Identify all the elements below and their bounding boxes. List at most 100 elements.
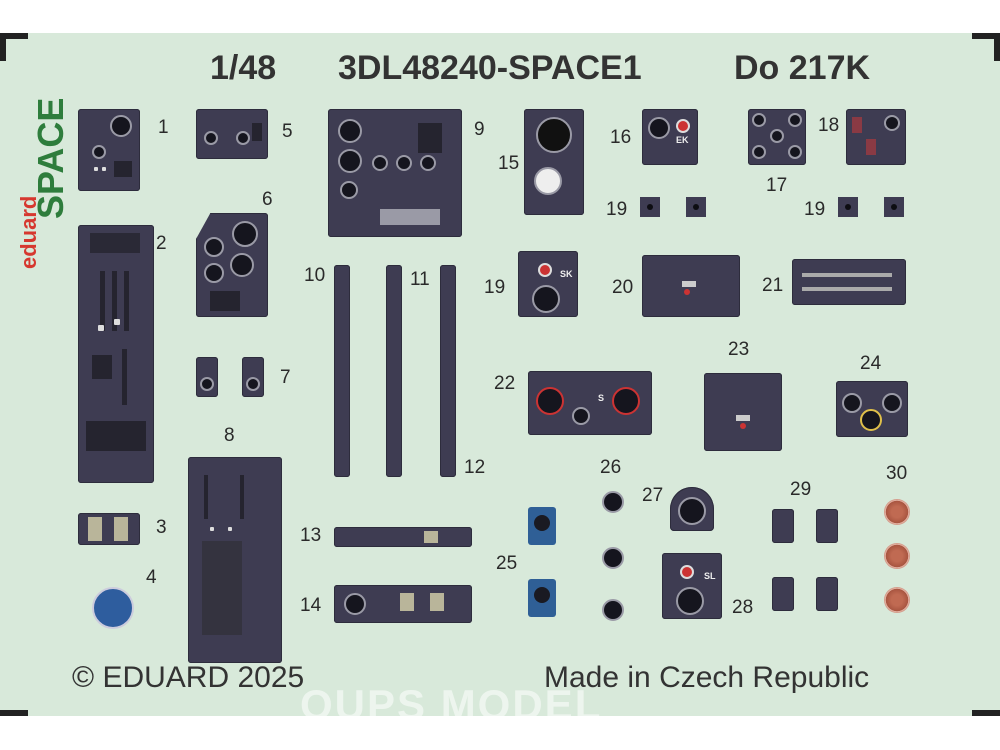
part-18-panel xyxy=(846,109,906,165)
part-number: 26 xyxy=(600,457,622,478)
gauge-icon xyxy=(372,155,388,171)
model-name: Do 217K xyxy=(734,49,871,87)
part-27-gauge-icon xyxy=(602,547,624,569)
switch-box xyxy=(424,531,438,543)
part-3-panel xyxy=(78,513,140,545)
switch-strip xyxy=(802,273,892,277)
part-19-panel xyxy=(686,197,706,217)
warning-light-icon xyxy=(680,565,694,579)
lever-track xyxy=(240,475,244,519)
part-26-panel xyxy=(528,507,556,545)
screen xyxy=(90,233,140,253)
part-23-panel: S xyxy=(528,371,652,435)
part-19-panel xyxy=(884,197,904,217)
part-27-gauge-icon xyxy=(602,599,624,621)
light-icon xyxy=(98,325,104,331)
screen xyxy=(202,541,242,635)
gauge-icon xyxy=(882,393,902,413)
switch-box xyxy=(92,355,112,379)
gauge-icon xyxy=(612,387,640,415)
switch-box xyxy=(88,517,102,541)
gauge-icon xyxy=(204,263,224,283)
switch-box xyxy=(252,123,262,141)
lever-track xyxy=(100,271,105,331)
part-5-panel xyxy=(196,109,268,159)
part-number: 15 xyxy=(498,153,520,174)
decal-sheet: 1/48 3DL48240-SPACE1 Do 217K eduard SPAC… xyxy=(0,33,1000,728)
corner-mark xyxy=(0,33,6,61)
part-number: 2 xyxy=(156,233,167,254)
corner-mark xyxy=(972,710,1000,716)
gauge-icon xyxy=(752,113,766,127)
gauge-icon xyxy=(842,393,862,413)
lever-track xyxy=(204,475,208,519)
part-21-panel xyxy=(642,255,740,317)
switch-box xyxy=(114,517,128,541)
part-31-bezel-icon xyxy=(884,587,910,613)
part-number: 29 xyxy=(790,479,812,500)
corner-mark xyxy=(994,33,1000,61)
gauge-icon xyxy=(204,131,218,145)
part-number: 19 xyxy=(804,199,826,220)
gauge-icon xyxy=(236,131,250,145)
part-number: 16 xyxy=(610,127,632,148)
part-number: 3 xyxy=(156,517,167,538)
part-30-panel xyxy=(816,509,838,543)
part-28-panel xyxy=(670,487,714,531)
gauge-icon xyxy=(340,181,358,199)
part-6-panel xyxy=(196,213,268,317)
part-number: 18 xyxy=(818,115,840,136)
part-number: 25 xyxy=(496,553,518,574)
part-29-panel xyxy=(816,577,838,611)
part-number: 17 xyxy=(766,175,788,196)
part-2-panel xyxy=(78,225,154,483)
part-19-panel xyxy=(640,197,660,217)
part-number: 1 xyxy=(158,117,169,138)
warning-light-icon xyxy=(538,263,552,277)
part-15-panel xyxy=(524,109,584,215)
part-22-panel xyxy=(792,259,906,305)
part-20-panel: SK xyxy=(518,251,578,317)
part-30-panel xyxy=(772,509,794,543)
switch-strip xyxy=(380,209,440,225)
gauge-icon xyxy=(344,593,366,615)
gauge-icon xyxy=(536,387,564,415)
gauge-icon xyxy=(788,145,802,159)
part-26-panel xyxy=(528,579,556,617)
switch-strip xyxy=(802,287,892,291)
part-number: 20 xyxy=(612,277,634,298)
part-7-panel xyxy=(242,357,264,397)
switch-box xyxy=(430,593,444,611)
part-10-strip xyxy=(334,265,350,477)
dial-icon xyxy=(534,167,562,195)
part-number: 30 xyxy=(886,463,908,484)
part-number: 4 xyxy=(146,567,157,588)
product-code: 3DL48240-SPACE1 xyxy=(338,49,642,87)
part-number: 11 xyxy=(410,269,430,290)
warning-light-icon xyxy=(676,119,690,133)
part-14-panel xyxy=(334,585,472,623)
corner-mark xyxy=(972,33,1000,39)
gauge-icon xyxy=(648,117,670,139)
copyright: © EDUARD 2025 xyxy=(72,661,305,694)
part-number: 5 xyxy=(282,121,293,142)
gauge-icon xyxy=(338,149,362,173)
light-icon xyxy=(102,167,106,171)
part-4-emblem-icon xyxy=(92,587,134,629)
gauge-icon xyxy=(338,119,362,143)
part-9-panel xyxy=(328,109,462,237)
part-number: 19 xyxy=(606,199,628,220)
scale-label: 1/48 xyxy=(210,49,277,87)
light-icon xyxy=(210,527,214,531)
part-number: 12 xyxy=(464,457,486,478)
corner-mark xyxy=(0,710,28,716)
part-27-gauge-icon xyxy=(602,491,624,513)
gauge-icon xyxy=(770,129,784,143)
part-25-panel xyxy=(836,381,908,437)
part-8-panel xyxy=(188,457,282,663)
part-number: 23 xyxy=(728,339,750,360)
panel-label: EK xyxy=(676,135,689,145)
part-19-panel xyxy=(838,197,858,217)
gauge-icon xyxy=(532,285,560,313)
part-number: 6 xyxy=(262,189,273,210)
